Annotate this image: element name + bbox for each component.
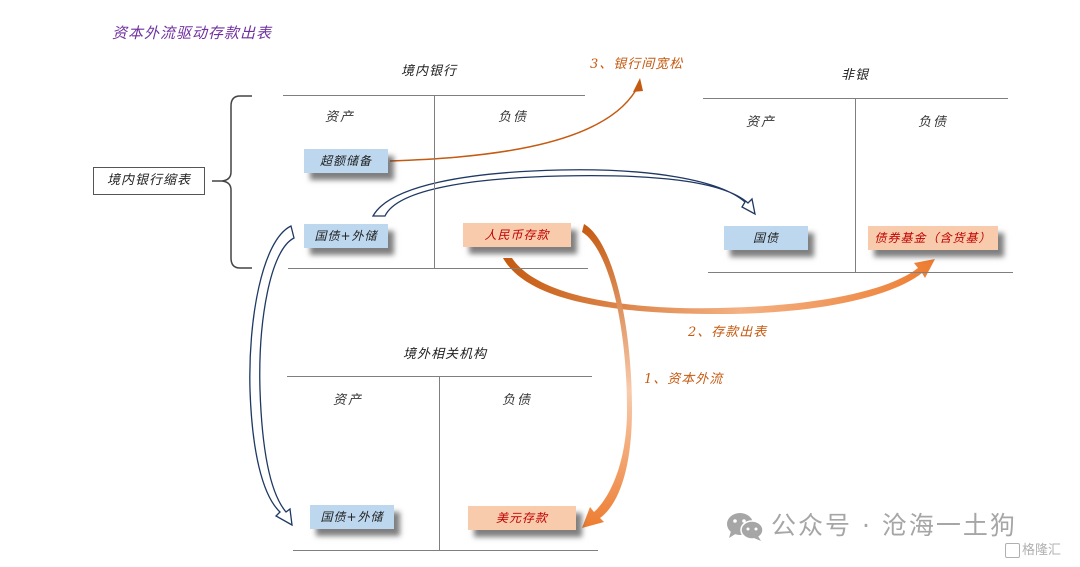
- summary-box: 境内银行缩表: [93, 167, 205, 195]
- non-bank-bottom-line: [708, 272, 1013, 273]
- flow-1-arrow: [582, 224, 632, 528]
- bond-funds-box: 债券基金（含货基）: [868, 226, 998, 250]
- offshore-liability-label: 负债: [502, 393, 533, 408]
- excess-reserves-box: 超额储备: [304, 149, 388, 173]
- brand-logo: 格隆汇: [1005, 539, 1061, 558]
- bracket: [212, 95, 252, 269]
- non-bank-asset-label: 资产: [746, 115, 777, 130]
- watermark: 公众号 · 沧海一土狗: [725, 506, 1017, 543]
- domestic-bank-asset-label: 资产: [325, 110, 356, 125]
- brand-text: 格隆汇: [1022, 543, 1062, 558]
- nonbank-bonds-box: 国债: [724, 226, 808, 250]
- domestic-bank-liability-label: 负债: [498, 110, 529, 125]
- brand-g-icon: [1005, 543, 1020, 558]
- offshore-divider: [439, 376, 440, 550]
- flow-1-label: 1、资本外流: [644, 372, 724, 387]
- flow-3-arrowhead: [633, 78, 643, 92]
- offshore-bottom-line: [293, 550, 598, 551]
- non-bank-title: 非银: [840, 68, 869, 83]
- offshore-title: 境外相关机构: [402, 347, 487, 362]
- flow-3-line: [389, 89, 637, 162]
- arrow-bond-to-nonbank: [371, 169, 756, 217]
- flow-3-label: 3、银行间宽松: [590, 57, 684, 72]
- arrow-bond-to-offshore: [249, 225, 295, 527]
- flow-2-arrow: [503, 258, 935, 314]
- offshore-bonds-fx-box: 国债+外储: [310, 505, 394, 529]
- flow-2-label: 2、存款出表: [688, 325, 768, 340]
- usd-deposits-box: 美元存款: [468, 506, 576, 530]
- offshore-asset-label: 资产: [333, 393, 364, 408]
- watermark-text: 公众号 · 沧海一土狗: [771, 511, 1017, 540]
- non-bank-divider: [855, 98, 856, 272]
- wechat-icon: [725, 511, 765, 543]
- bonds-fx-reserves-box: 国债+外储: [304, 224, 388, 248]
- non-bank-liability-label: 负债: [918, 115, 949, 130]
- domestic-bank-bottom-line: [288, 268, 588, 269]
- rmb-deposits-box: 人民币存款: [463, 223, 571, 247]
- domestic-bank-title: 境内银行: [400, 64, 457, 79]
- domestic-bank-divider: [434, 95, 435, 269]
- diagram-title: 资本外流驱动存款出表: [112, 24, 273, 42]
